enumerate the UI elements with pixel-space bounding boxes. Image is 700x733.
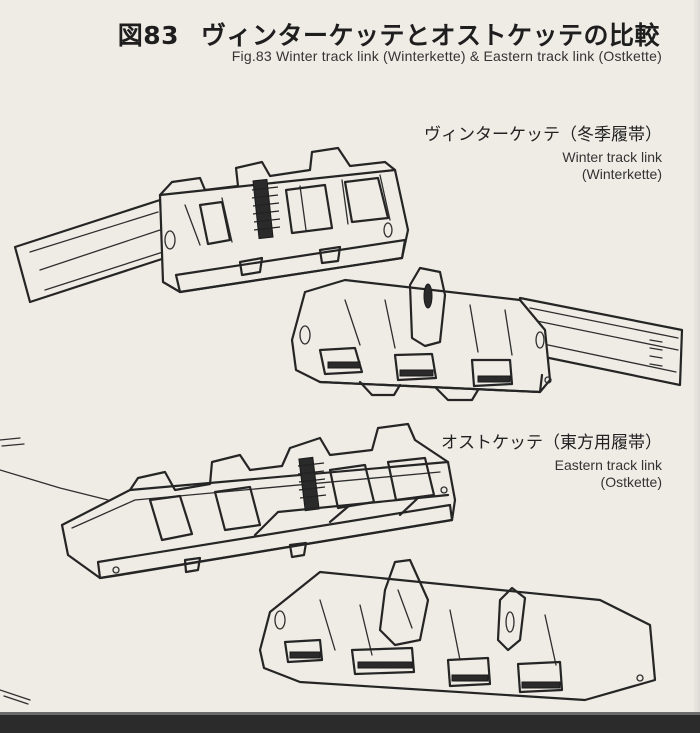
winter-track-link-en-1: Winter track link [562,149,662,165]
eastern-track-link-top-drawing [60,422,457,580]
eastern-track-link-jp: オストケッテ（東方用履帯） [441,433,662,453]
edge-marks [0,437,109,705]
bottom-dark-strip [0,712,700,733]
figure-title: 図83 ヴィンターケッテとオストケッテの比較 [112,16,660,52]
winter-track-link-top-drawing [13,146,410,304]
figure-subtitle: Fig.83 Winter track link (Winterkette) &… [231,48,662,64]
figure-title-text: ヴィンターケッテとオストケッテの比較 [200,21,660,50]
winter-track-link-en-2: (Winterkette) [581,166,662,182]
winter-track-link-jp: ヴィンターケッテ（冬季履帯） [424,125,662,145]
page-edge-shadow [692,0,700,712]
track-link-illustrations [0,146,684,705]
eastern-track-link-bottom-drawing [258,558,657,702]
eastern-track-link-en-1: Eastern track link [554,457,662,473]
eastern-track-link-label: オストケッテ（東方用履帯） Eastern track link (Ostket… [441,428,662,491]
figure-number: 図83 [117,21,179,50]
eastern-track-link-en-2: (Ostkette) [600,474,662,490]
winter-track-link-bottom-drawing [290,266,684,402]
winter-track-link-label: ヴィンターケッテ（冬季履帯） Winter track link (Winter… [424,120,662,183]
